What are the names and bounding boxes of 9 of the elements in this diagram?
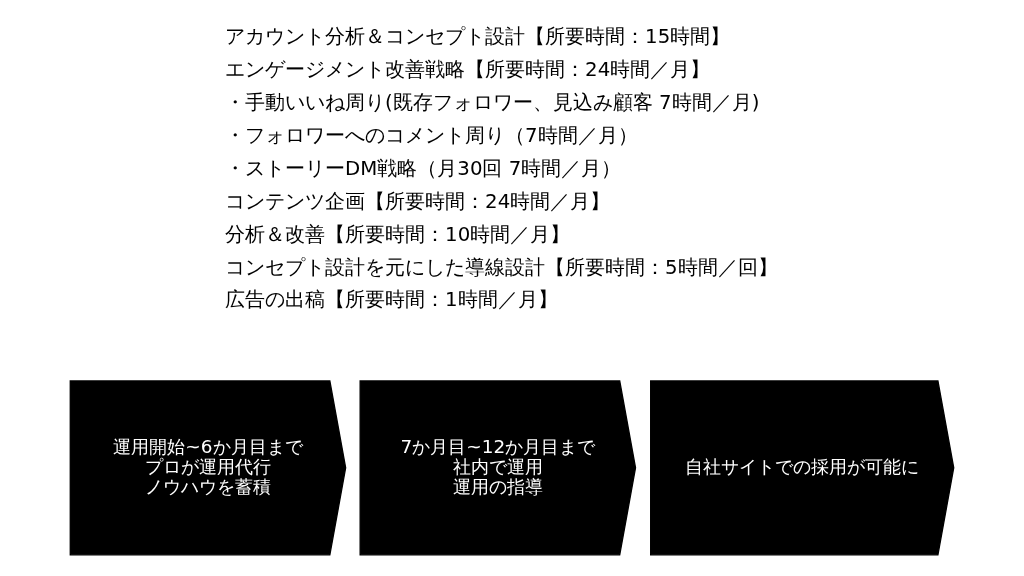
label: ・ストーリーDM戦略（月30回 7時間／月） bbox=[225, 156, 622, 180]
label: 分析＆改善【所要時間：10時間／月】 bbox=[225, 222, 571, 246]
label: ・手動いいね周り(既存フォロワー、見込み顧客 7時間／月) bbox=[225, 90, 760, 114]
label: コンセプト設計を元にした導線設計【所要時間：5時間／回】 bbox=[225, 255, 778, 279]
label: アカウント分析＆コンセプト設計【所要時間：15時間】 bbox=[225, 24, 731, 48]
label: エンゲージメント改善戦略【所要時間：24時間／月】 bbox=[225, 57, 711, 81]
label: ・フォロワーへのコメント周り（7時間／月） bbox=[225, 123, 638, 147]
label: 広告の出稿【所要時間：1時間／月】 bbox=[225, 288, 558, 312]
label: コンテンツ企画【所要時間：24時間／月】 bbox=[225, 189, 611, 213]
